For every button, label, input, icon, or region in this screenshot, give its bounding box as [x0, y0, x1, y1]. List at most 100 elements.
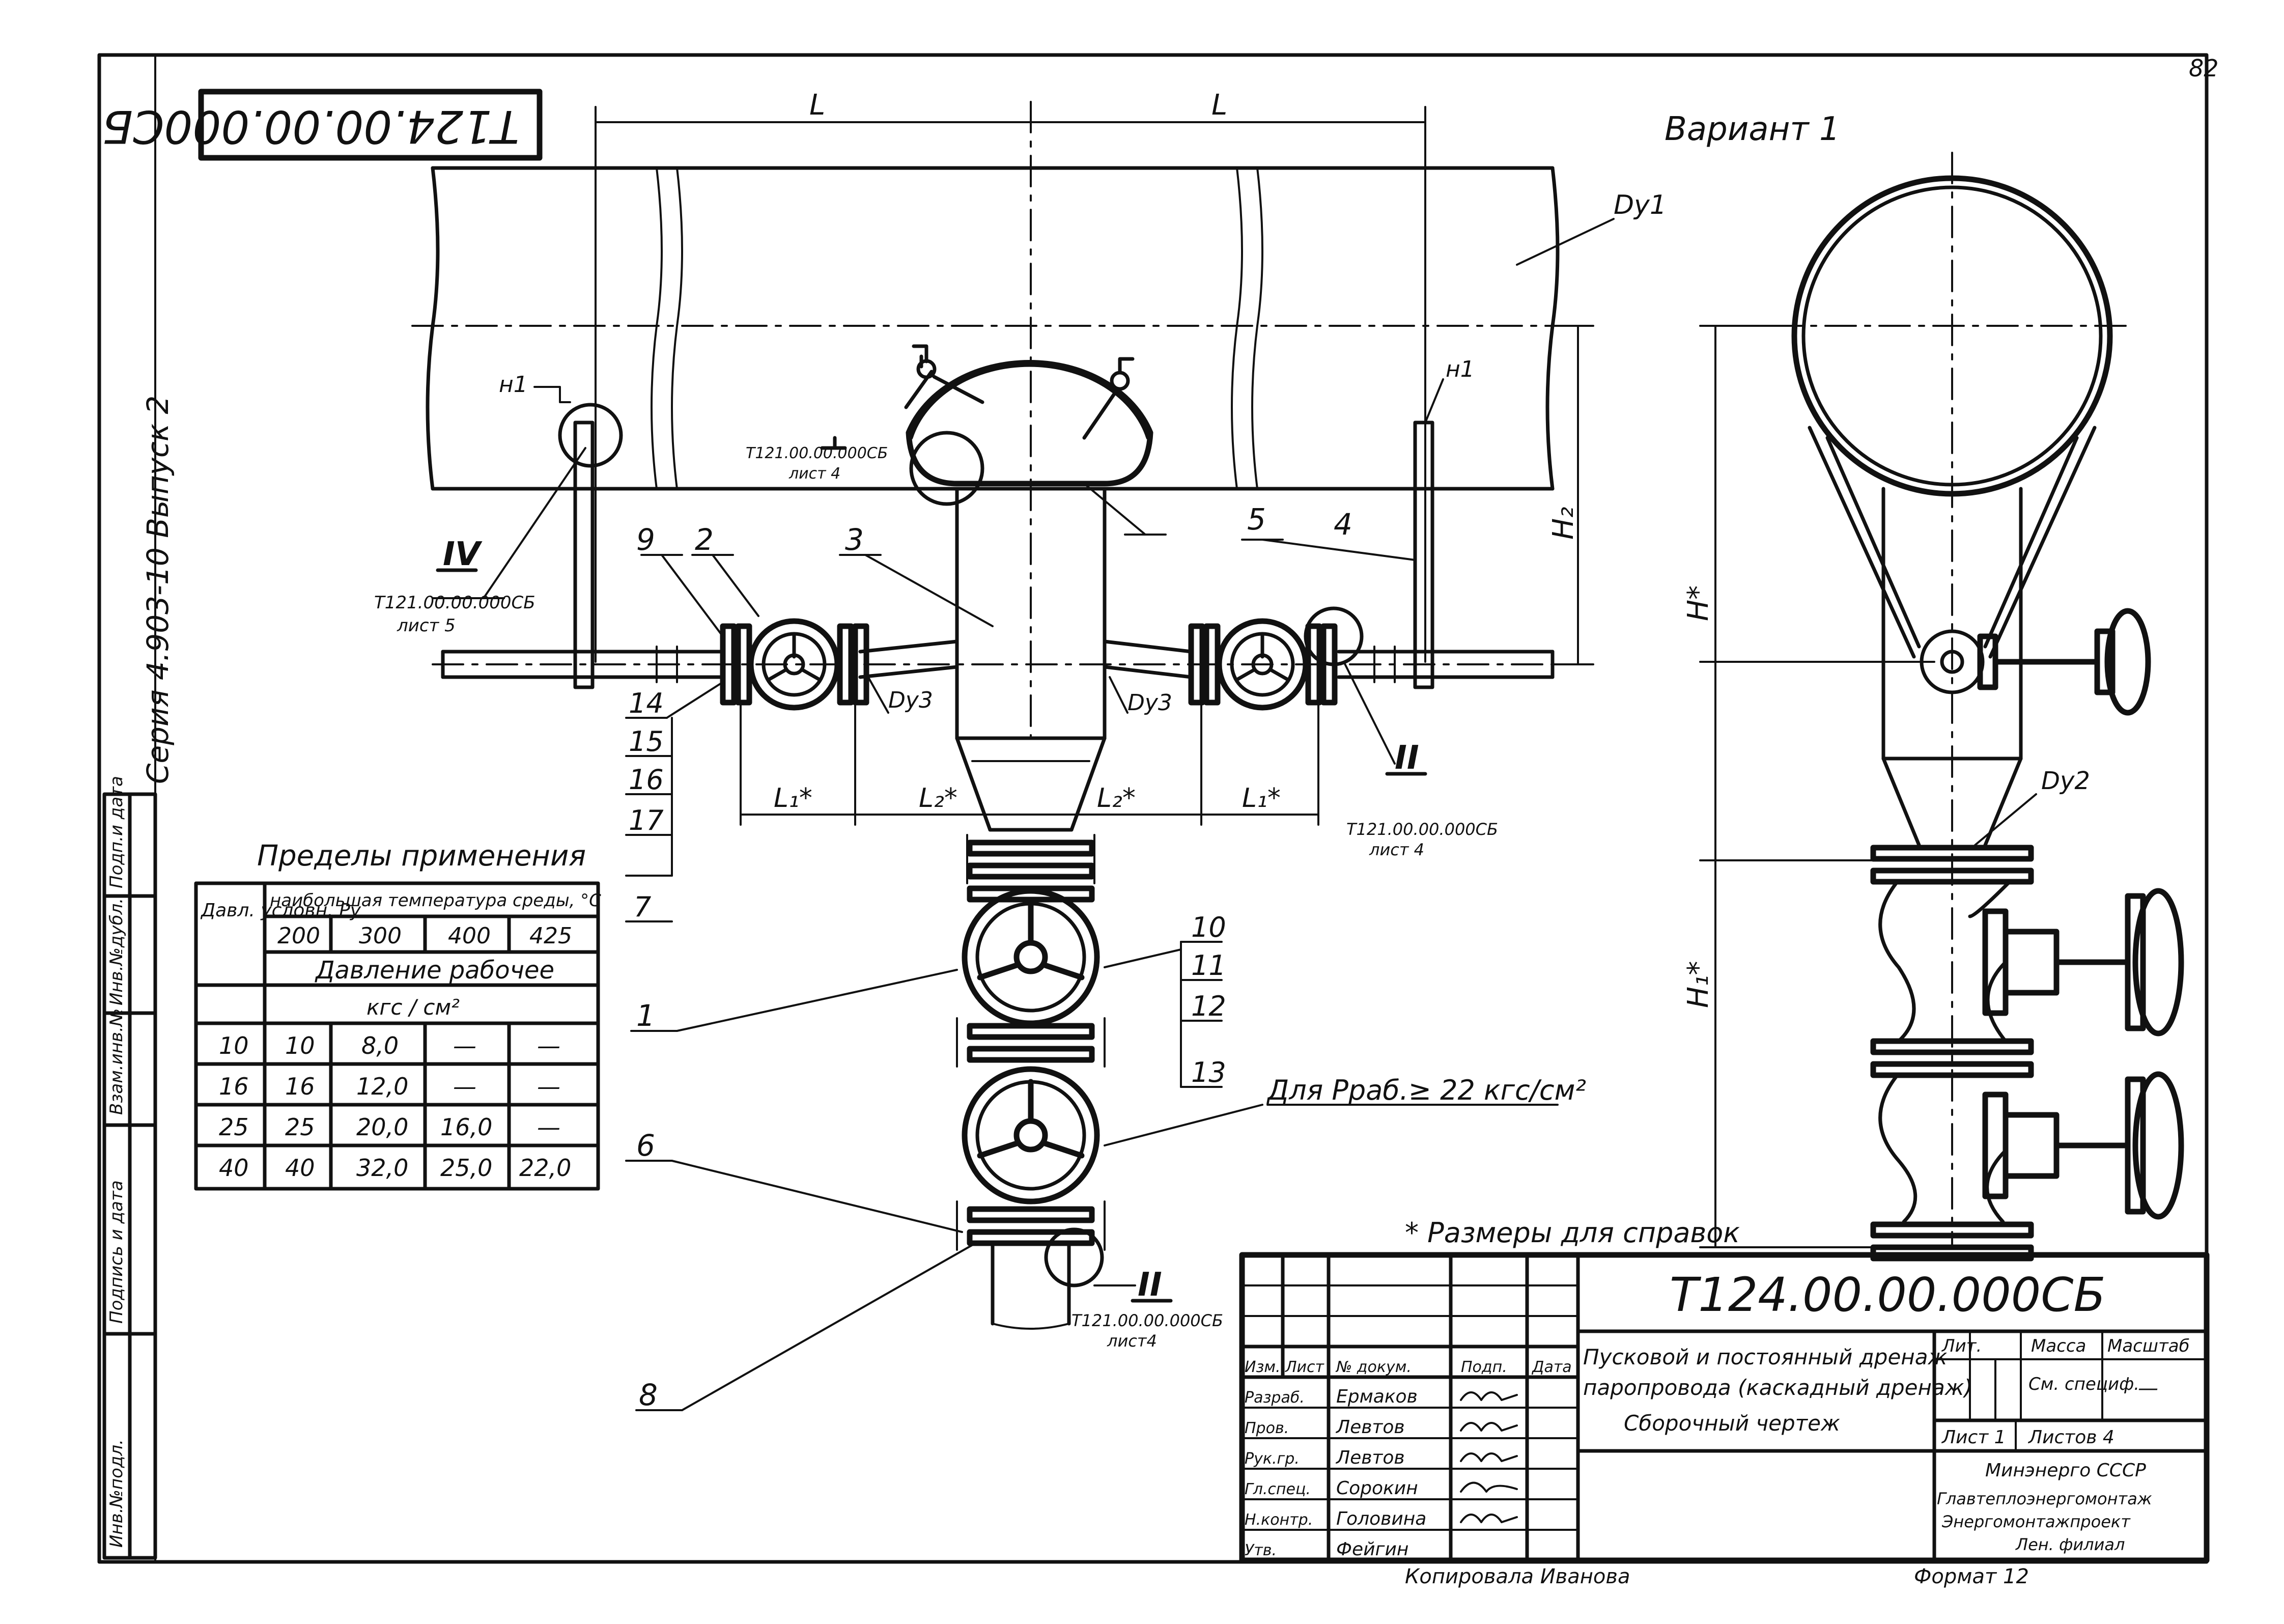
svg-text:—: —: [453, 1032, 476, 1059]
detail-circle-II-lower: [1044, 1227, 1104, 1287]
svg-text:Т121.00.00.000СБ: Т121.00.00.000СБ: [1346, 820, 1498, 839]
drain-line-right: [1103, 639, 1555, 683]
svg-text:—: —: [2138, 1377, 2158, 1400]
svg-text:10: 10: [219, 1032, 249, 1059]
svg-text:L: L: [809, 89, 825, 122]
callout-numbers: 9 2 3 5 4 14 15 16 17 7 1 6 8 10 11 12 1…: [629, 502, 1352, 1412]
label-n1-right: н1: [1446, 356, 1475, 382]
svg-text:Подпись и дата: Подпись и дата: [106, 1180, 127, 1324]
svg-text:20,0: 20,0: [356, 1113, 408, 1141]
drain-line-left: [441, 639, 959, 683]
svg-text:—: —: [537, 1073, 560, 1100]
svg-text:Т121.00.00.000СБ: Т121.00.00.000СБ: [1071, 1311, 1223, 1330]
svg-text:Левтов: Левтов: [1335, 1447, 1405, 1468]
label-dy1: Dу1: [1614, 190, 1667, 220]
svg-text:Масса: Масса: [2031, 1336, 2086, 1356]
valve-left: [720, 618, 869, 711]
svg-text:кгс / см²: кгс / см²: [366, 995, 460, 1020]
detail-II-right: II Т121.00.00.000СБ лист 4: [1343, 661, 1498, 859]
svg-text:Дата: Дата: [1531, 1358, 1572, 1376]
svg-text:H*: H*: [1682, 585, 1715, 621]
svg-text:16: 16: [219, 1073, 249, 1100]
svg-text:L₂*: L₂*: [1097, 783, 1136, 814]
svg-text:Изм.: Изм.: [1245, 1358, 1281, 1376]
svg-text:Разраб.: Разраб.: [1245, 1389, 1305, 1407]
svg-text:IV: IV: [443, 536, 483, 573]
series-label: Серия 4.903-10 Выпуск 2: [140, 396, 175, 784]
svg-text:Пусковой и постоянный дренаж: Пусковой и постоянный дренаж: [1583, 1345, 1947, 1369]
detail-II-lower: II Т121.00.00.000СБ лист4: [1071, 1266, 1223, 1351]
svg-text:4: 4: [1334, 507, 1352, 542]
svg-text:Н.контр.: Н.контр.: [1245, 1511, 1313, 1529]
svg-text:—: —: [537, 1113, 560, 1141]
svg-text:15: 15: [629, 725, 664, 758]
svg-text:Инв.№подл.: Инв.№подл.: [106, 1439, 127, 1548]
svg-text:H₁*: H₁*: [1682, 961, 1715, 1008]
svg-text:14: 14: [629, 687, 664, 719]
svg-text:Минэнерго СССР: Минэнерго СССР: [1985, 1460, 2146, 1481]
svg-text:6: 6: [636, 1128, 655, 1163]
dim-H2: H₂: [1547, 325, 1594, 665]
svg-text:Лен. филиал: Лен. филиал: [2015, 1535, 2125, 1554]
svg-text:Масштаб: Масштаб: [2107, 1336, 2190, 1356]
ref-label-top: Т121.00.00.000СБ: [746, 444, 888, 462]
svg-text:Фейгин: Фейгин: [1336, 1539, 1408, 1560]
svg-text:Подп.: Подп.: [1461, 1358, 1507, 1376]
svg-text:5: 5: [1247, 502, 1266, 537]
svg-text:7: 7: [634, 891, 651, 923]
outlet-pipe: [991, 1243, 1071, 1330]
svg-text:Гл.спец.: Гл.спец.: [1245, 1480, 1311, 1498]
footnote: * Размеры для справок: [1405, 1217, 1740, 1249]
rotated-designation: Т124.00.00.000СБ: [102, 89, 543, 161]
valve-right: [1188, 618, 1338, 711]
svg-text:Энергомонтажпроект: Энергомонтажпроект: [1941, 1512, 2131, 1531]
svg-text:наибольшая температура среды,: наибольшая температура среды, °С: [270, 890, 601, 911]
gate-valve-2: [956, 1066, 1106, 1251]
svg-text:Лит.: Лит.: [1941, 1336, 1982, 1356]
side-view: [1770, 152, 2184, 1262]
svg-text:9: 9: [636, 522, 655, 557]
svg-text:10: 10: [285, 1032, 315, 1059]
detail-circle-II: [1304, 606, 1364, 666]
svg-text:Головина: Головина: [1336, 1508, 1426, 1529]
detail-IV: IV Т121.00.00.000СБ лист 5: [374, 536, 535, 636]
svg-text:Листов 4: Листов 4: [2027, 1427, 2114, 1448]
pressure-note: Для Рраб.≥ 22 кгс/см²: [1266, 1074, 1586, 1106]
svg-text:16: 16: [629, 764, 664, 796]
svg-text:1: 1: [636, 998, 655, 1033]
callout-leaders: [432, 447, 1416, 1411]
gate-valve-1: [956, 885, 1106, 1068]
svg-text:№ докум.: № докум.: [1335, 1358, 1412, 1376]
svg-text:Пределы применения: Пределы применения: [257, 839, 586, 873]
svg-text:Рук.гр.: Рук.гр.: [1245, 1450, 1300, 1468]
svg-text:лист4: лист4: [1107, 1331, 1157, 1351]
label-dy2: Dу2: [2041, 767, 2090, 795]
svg-text:Ермаков: Ермаков: [1336, 1386, 1418, 1407]
svg-text:Давл. условн. Ру: Давл. условн. Ру: [200, 900, 361, 921]
svg-text:12,0: 12,0: [356, 1073, 408, 1100]
svg-text:Т124.00.00.000СБ: Т124.00.00.000СБ: [102, 100, 519, 153]
variant-label: Вариант 1: [1665, 110, 1840, 148]
detail-circle-top: [909, 431, 984, 506]
svg-text:лист 5: лист 5: [397, 615, 456, 636]
hanger-rods: [820, 344, 1135, 450]
svg-text:L₁*: L₁*: [1242, 783, 1281, 814]
svg-text:Сборочный чертеж: Сборочный чертеж: [1624, 1411, 1840, 1436]
support-posts: [573, 421, 1434, 689]
svg-text:Левтов: Левтов: [1335, 1417, 1405, 1438]
svg-text:Сорокин: Сорокин: [1336, 1478, 1418, 1499]
svg-text:8: 8: [639, 1378, 658, 1412]
svg-text:H₂: H₂: [1547, 507, 1580, 540]
dim-H: H* H₁*: [1682, 325, 1935, 1248]
svg-text:Главтеплоэнергомонтаж: Главтеплоэнергомонтаж: [1937, 1489, 2152, 1508]
svg-text:Взам.инв.№: Взам.инв.№: [106, 1009, 127, 1115]
svg-text:300: 300: [359, 923, 402, 949]
svg-text:12: 12: [1191, 990, 1226, 1022]
label-n1-left: н1: [499, 372, 528, 398]
svg-text:25,0: 25,0: [440, 1154, 492, 1182]
svg-text:Утв.: Утв.: [1245, 1542, 1277, 1559]
svg-text:Пров.: Пров.: [1245, 1419, 1289, 1437]
svg-text:25: 25: [219, 1113, 249, 1141]
label-dy3-right: Dу3: [1127, 690, 1172, 716]
svg-text:II: II: [1395, 739, 1419, 777]
